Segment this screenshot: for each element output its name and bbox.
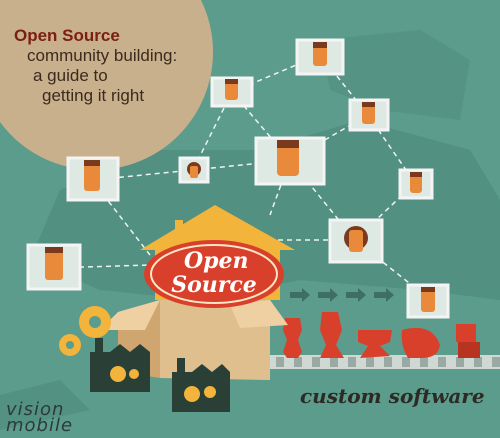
person-monitor-icon: [406, 283, 450, 319]
house-sign-line-2: Source: [171, 272, 257, 298]
person-monitor-icon: [348, 98, 390, 132]
title-line-2: a guide to: [33, 66, 108, 85]
title-line-1: community building:: [27, 46, 178, 65]
person-monitor-icon: [398, 168, 434, 200]
title-circle: [0, 0, 213, 170]
title-bold: Open Source: [14, 26, 120, 45]
house-sign-line-1: Open: [184, 248, 249, 274]
custom-software-caption: custom software: [300, 384, 485, 408]
cube-icon: [456, 324, 480, 358]
house: [140, 205, 295, 308]
person-monitor-icon: [254, 136, 326, 186]
person-monitor-icon: [66, 156, 120, 202]
brand-line-2: mobile: [6, 415, 74, 436]
title-line-3: getting it right: [42, 86, 145, 105]
person-monitor-icon: [26, 243, 82, 291]
arrow-icon: [290, 288, 394, 302]
factory-icon: [172, 358, 230, 412]
factory-icon: [90, 338, 150, 392]
brand-line-1: vision: [6, 399, 65, 420]
conveyor-belt: [270, 355, 500, 369]
person-monitor-icon: [295, 38, 345, 76]
gear-icon: [59, 306, 111, 356]
person-monitor-icon: [328, 218, 384, 264]
person-monitor-icon: [210, 76, 254, 108]
vase-icon: [283, 312, 440, 358]
person-monitor-icon: [178, 156, 210, 184]
